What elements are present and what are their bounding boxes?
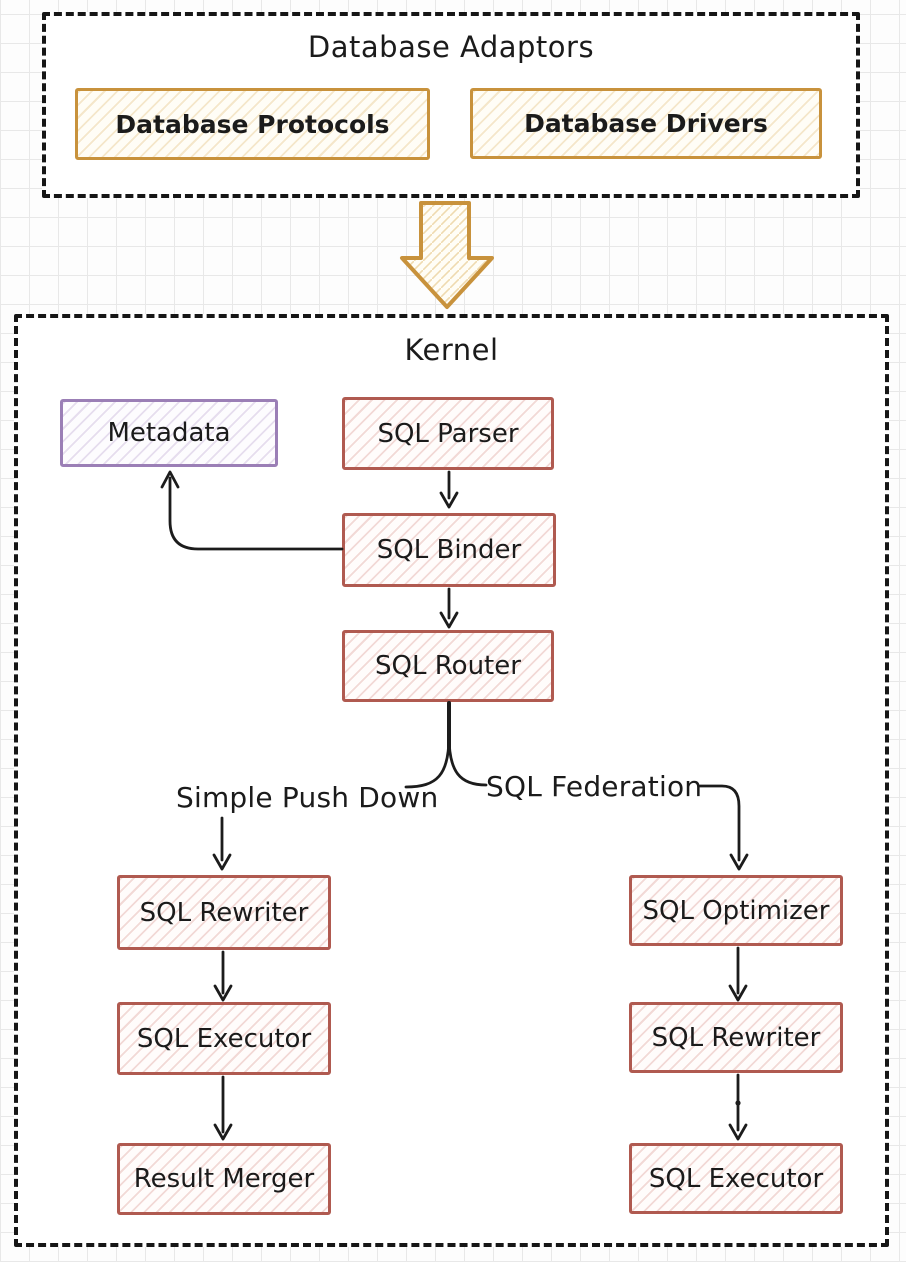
node-metadata: Metadata: [60, 399, 278, 467]
node-sql-binder: SQL Binder: [342, 513, 556, 587]
node-sql-parser: SQL Parser: [342, 397, 554, 470]
database-adaptors-title: Database Adaptors: [307, 30, 595, 64]
node-federation-sql-executor-label: SQL Executor: [648, 1163, 824, 1194]
node-database-protocols-label: Database Protocols: [115, 109, 390, 139]
branch-label-simple-push-down: Simple Push Down: [176, 781, 439, 814]
node-federation-sql-optimizer: SQL Optimizer: [629, 875, 843, 946]
node-pushdown-sql-executor-label: SQL Executor: [136, 1023, 312, 1054]
node-pushdown-sql-executor: SQL Executor: [117, 1002, 331, 1075]
block-arrow-adaptors-to-kernel: [400, 201, 494, 309]
node-database-drivers: Database Drivers: [470, 88, 822, 159]
node-federation-sql-optimizer-label: SQL Optimizer: [642, 895, 830, 926]
node-pushdown-sql-rewriter: SQL Rewriter: [117, 875, 331, 950]
node-metadata-label: Metadata: [107, 418, 231, 448]
node-result-merger-label: Result Merger: [133, 1164, 315, 1194]
node-federation-sql-rewriter: SQL Rewriter: [629, 1002, 843, 1073]
node-federation-sql-executor: SQL Executor: [629, 1143, 843, 1214]
branch-label-sql-federation: SQL Federation: [486, 770, 703, 803]
node-sql-router-label: SQL Router: [375, 651, 521, 681]
node-sql-binder-label: SQL Binder: [376, 535, 522, 565]
node-sql-router: SQL Router: [342, 630, 554, 702]
node-sql-parser-label: SQL Parser: [377, 418, 519, 449]
kernel-title: Kernel: [404, 333, 499, 367]
node-pushdown-sql-rewriter-label: SQL Rewriter: [139, 897, 309, 928]
node-database-drivers-label: Database Drivers: [524, 109, 768, 138]
node-result-merger: Result Merger: [117, 1143, 331, 1215]
node-federation-sql-rewriter-label: SQL Rewriter: [651, 1022, 821, 1053]
node-database-protocols: Database Protocols: [75, 88, 430, 160]
